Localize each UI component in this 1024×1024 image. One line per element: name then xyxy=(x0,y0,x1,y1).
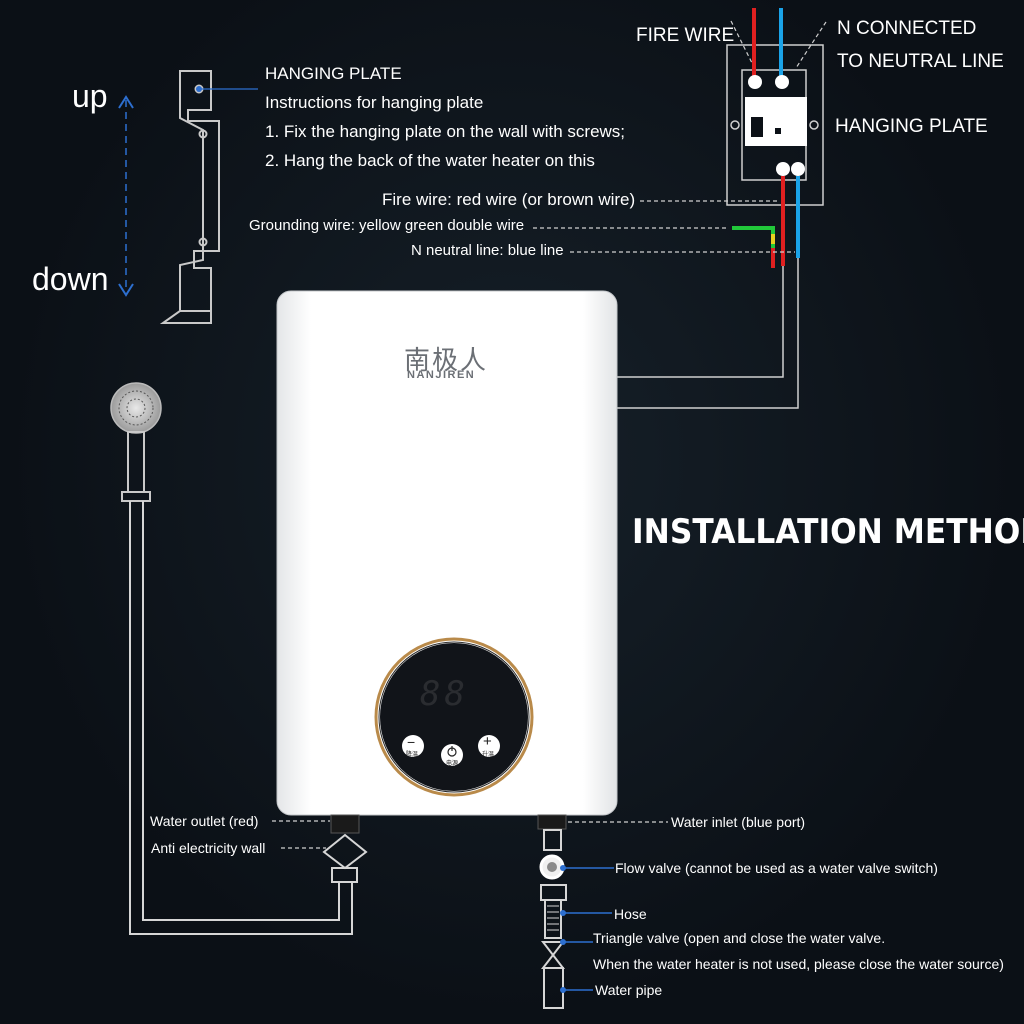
plate-pointer xyxy=(196,86,258,92)
hanging-plate-step-1: 1. Fix the hanging plate on the wall wit… xyxy=(265,122,626,141)
water-pipe-label: Water pipe xyxy=(595,982,663,998)
n-connected-label-line2: TO NEUTRAL LINE xyxy=(837,51,1004,72)
temperature-display: 88 xyxy=(420,674,469,714)
down-label: down xyxy=(32,261,109,297)
cool-down-label: 降温 xyxy=(406,751,419,758)
shower-hose xyxy=(129,501,353,935)
hanging-plate-heading: HANGING PLATE xyxy=(265,64,402,83)
heat-up-label: 升温 xyxy=(482,751,495,758)
power-label: 电源 xyxy=(446,760,459,767)
plus-icon: + xyxy=(483,733,492,750)
hanging-plate-instructions-title: Instructions for hanging plate xyxy=(265,93,484,112)
brand-chinese: 南极人 xyxy=(404,346,489,376)
minus-icon: − xyxy=(407,734,416,750)
triangle-valve-label-line1: Triangle valve (open and close the water… xyxy=(593,930,886,946)
wiring-box xyxy=(726,8,827,206)
page-title: INSTALLATION METHOD xyxy=(632,512,1024,552)
water-heater-body xyxy=(276,290,618,816)
flow-valve-label: Flow valve (cannot be used as a water va… xyxy=(615,860,938,876)
hanging-plate-right-label: HANGING PLATE xyxy=(835,116,988,137)
neutral-line-description: N neutral line: blue line xyxy=(411,242,564,259)
water-outlet-fitting xyxy=(272,814,368,883)
shower-head xyxy=(110,382,162,502)
brand-english: NANJIREN xyxy=(407,369,476,381)
n-connected-label-line1: N CONNECTED xyxy=(837,18,977,39)
fire-wire-description: Fire wire: red wire (or brown wire) xyxy=(382,190,636,209)
power-wires xyxy=(533,176,800,409)
water-inlet-label: Water inlet (blue port) xyxy=(671,814,806,830)
hanging-plate-step-2: 2. Hang the back of the water heater on … xyxy=(265,151,595,170)
anti-electricity-wall-label: Anti electricity wall xyxy=(151,840,266,856)
fire-wire-label: FIRE WIRE xyxy=(636,25,735,46)
water-outlet-label: Water outlet (red) xyxy=(150,813,259,829)
hanging-plate-bracket xyxy=(159,70,220,324)
up-label: up xyxy=(72,78,108,114)
triangle-valve-label-line2: When the water heater is not used, pleas… xyxy=(593,956,1004,972)
grounding-wire-description: Grounding wire: yellow green double wire xyxy=(249,217,525,234)
up-down-arrow xyxy=(118,95,134,297)
hose-label: Hose xyxy=(614,906,647,922)
water-inlet-assembly xyxy=(537,814,668,1009)
